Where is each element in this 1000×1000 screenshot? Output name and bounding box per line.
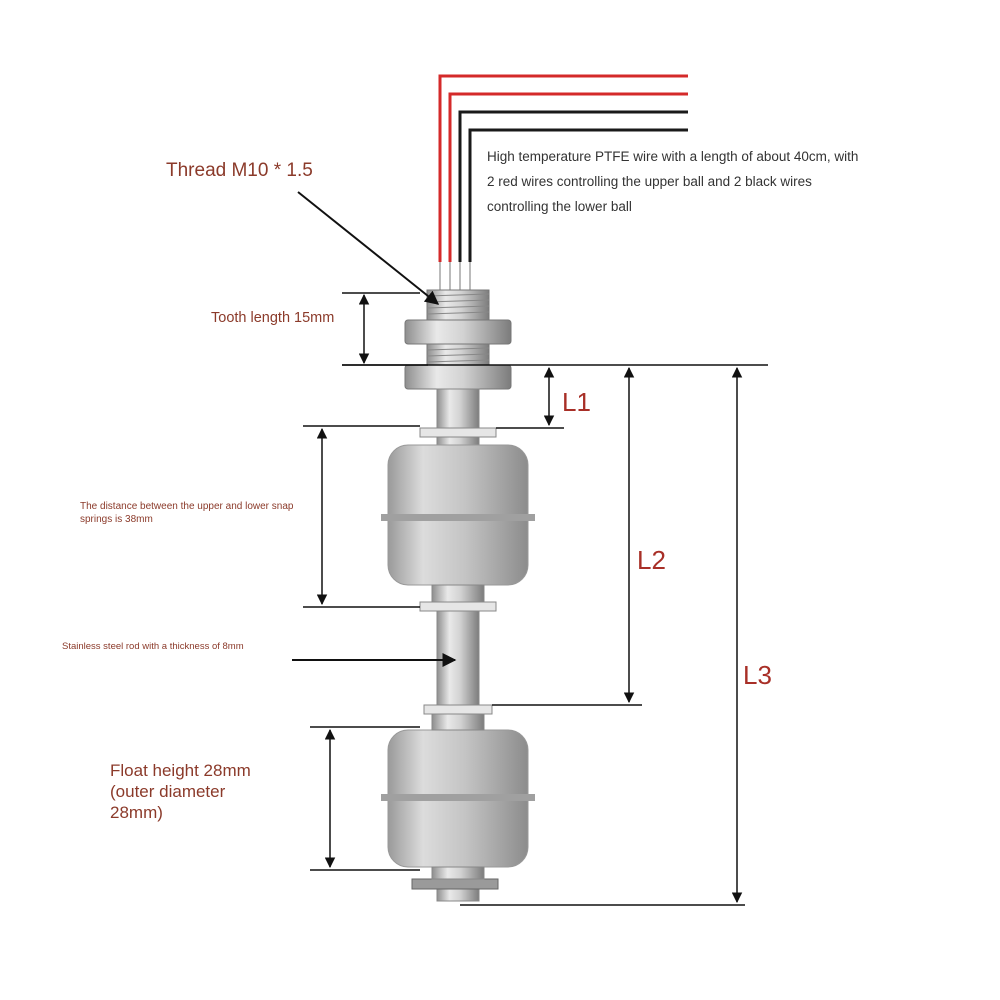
- float-height-note-line-2: (outer diameter: [110, 782, 226, 801]
- wires: [438, 74, 688, 262]
- snap-spacing-note-line-2: springs is 38mm: [80, 514, 153, 525]
- black-wire-1: [458, 110, 688, 262]
- black-wire-2: [468, 128, 688, 262]
- snap-spacing-note-line-1: The distance between the upper and lower…: [80, 501, 294, 512]
- wire-description-line-2: 2 red wires controlling the upper ball a…: [487, 174, 812, 189]
- wire-description-line-1: High temperature PTFE wire with a length…: [487, 149, 859, 164]
- l1-label: L1: [562, 387, 591, 417]
- upper-nut: [404, 319, 512, 345]
- thread-label: Thread M10 * 1.5: [166, 160, 313, 181]
- red-wire-1: [438, 74, 688, 262]
- l2-label: L2: [637, 545, 666, 575]
- rod-note: Stainless steel rod with a thickness of …: [62, 641, 244, 652]
- upper-float-neck: [431, 584, 485, 603]
- lower-nut: [404, 364, 512, 390]
- wire-description-line-3: controlling the lower ball: [487, 199, 632, 214]
- wire-description: High temperature PTFE wire with a length…: [487, 144, 858, 219]
- upper-snap-ring: [419, 427, 497, 438]
- middle-snap-ring: [419, 601, 497, 612]
- float-height-note: Float height 28mm (outer diameter 28mm): [110, 760, 251, 823]
- tooth-length-label: Tooth length 15mm: [211, 310, 335, 326]
- snap-spacing-note: The distance between the upper and lower…: [80, 500, 293, 526]
- lower-float-neck-top: [431, 713, 485, 731]
- snap-spacing-dimension: [303, 425, 420, 608]
- lower-snap-ring: [423, 704, 493, 715]
- wire-tips: [439, 262, 471, 290]
- dimension-reference-lines: [342, 364, 768, 906]
- bottom-snap-ring: [411, 878, 499, 890]
- float-height-dimension: [310, 726, 420, 871]
- float-height-note-line-3: 28mm): [110, 803, 163, 822]
- upper-float-seam: [381, 514, 535, 521]
- thread-leader-arrow: [297, 191, 440, 305]
- red-wire-2: [448, 92, 688, 262]
- l3-label: L3: [743, 660, 772, 690]
- lower-float-seam: [381, 794, 535, 801]
- float-height-note-line-1: Float height 28mm: [110, 761, 251, 780]
- lower-float-neck-bottom: [431, 866, 485, 880]
